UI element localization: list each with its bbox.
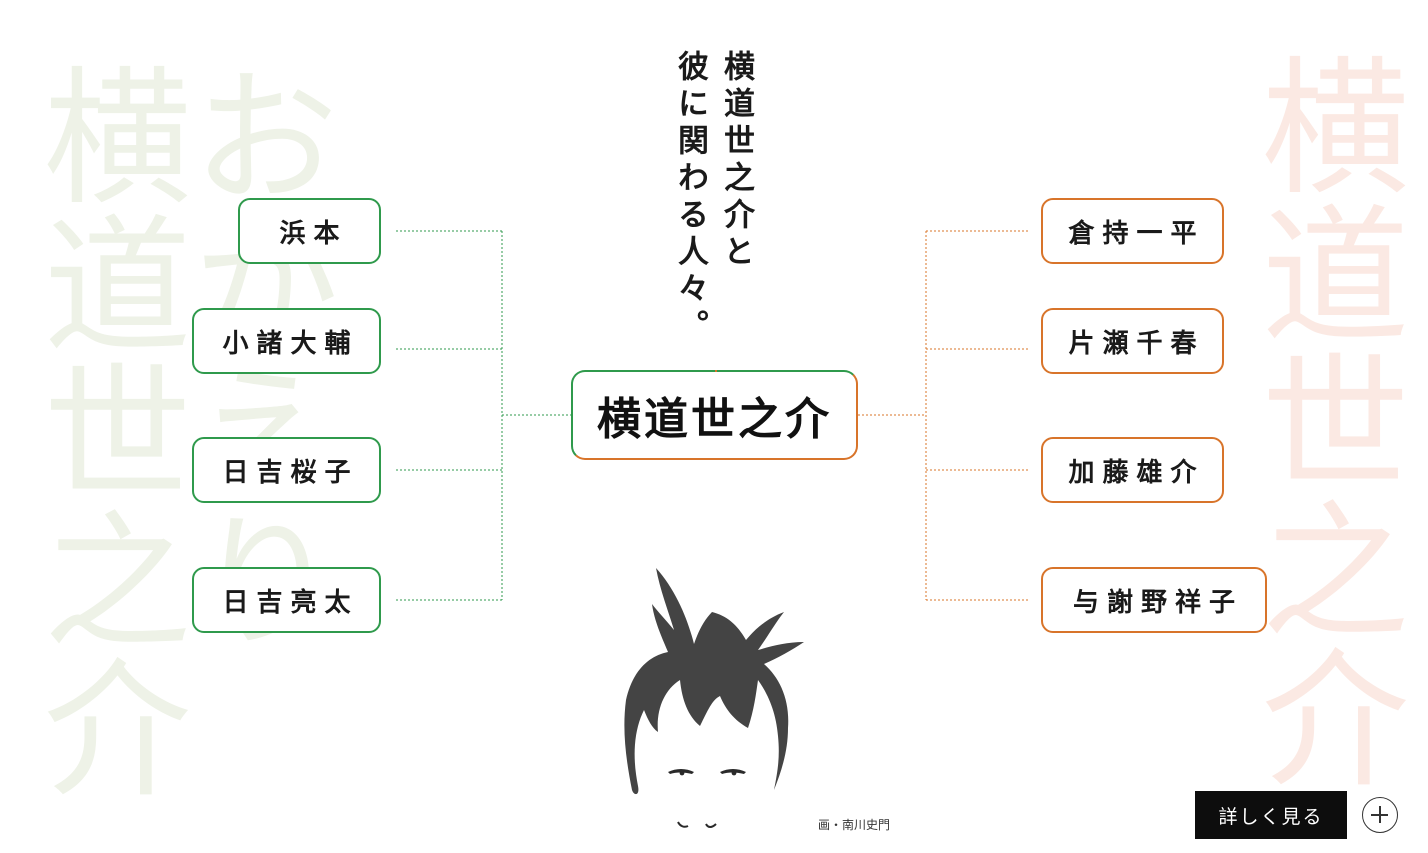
person-node-left-2[interactable]: 小諸大輔 <box>192 308 381 374</box>
plus-circle-icon[interactable] <box>1362 797 1398 833</box>
illustration-credit: 画・南川史門 <box>818 818 891 832</box>
background-text-left-name: 横道世之介 <box>18 60 190 800</box>
title-line-2: 彼に関わる人々。 <box>672 50 708 346</box>
center-person-node[interactable]: 横道世之介 <box>571 370 858 460</box>
person-node-right-4[interactable]: 与謝野祥子 <box>1041 567 1267 633</box>
background-text-right-name: 横道世之介 <box>1236 50 1408 790</box>
detail-button[interactable]: 詳しく見る <box>1195 791 1347 839</box>
person-node-right-2[interactable]: 片瀬千春 <box>1041 308 1224 374</box>
portrait-illustration <box>624 568 804 828</box>
title-line-1: 横道世之介と <box>718 50 754 272</box>
person-node-right-1[interactable]: 倉持一平 <box>1041 198 1224 264</box>
person-node-left-1[interactable]: 浜本 <box>238 198 381 264</box>
person-node-left-3[interactable]: 日吉桜子 <box>192 437 381 503</box>
person-node-right-3[interactable]: 加藤雄介 <box>1041 437 1224 503</box>
person-node-left-4[interactable]: 日吉亮太 <box>192 567 381 633</box>
